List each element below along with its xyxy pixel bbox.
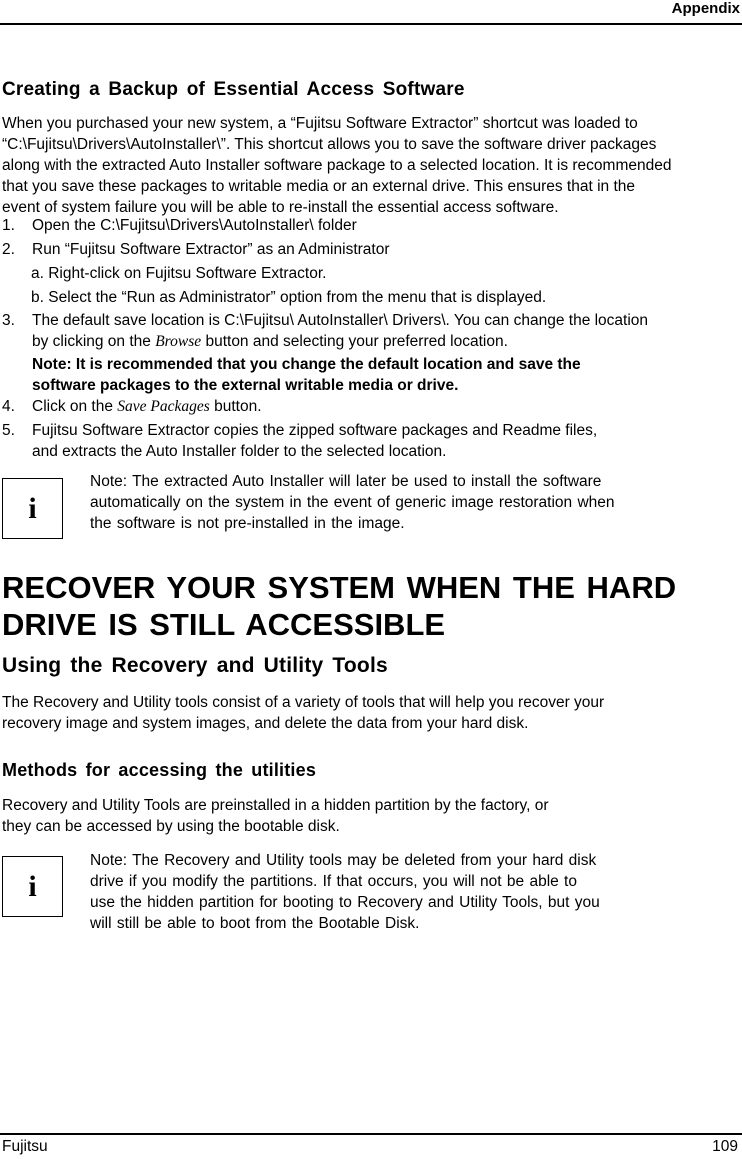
info-glyph: i <box>28 491 37 525</box>
step-line: by clicking on the Browse button and sel… <box>32 331 732 352</box>
step-2: 2. Run “Fujitsu Software Extractor” as a… <box>2 239 737 260</box>
info-glyph: i <box>28 869 37 903</box>
info-icon: i <box>2 856 63 917</box>
intro-line: along with the extracted Auto Installer … <box>2 157 672 174</box>
step-5: 5. Fujitsu Software Extractor copies the… <box>2 420 737 462</box>
step-number: 2. <box>2 241 15 258</box>
note-line: software packages to the external writab… <box>32 377 459 394</box>
sub-step-b: b. Select the “Run as Administrator” opt… <box>31 289 547 306</box>
note-line: drive if you modify the partitions. If t… <box>90 873 577 890</box>
info-note-text: Note: The extracted Auto Installer will … <box>90 471 690 534</box>
step-number: 3. <box>2 312 15 329</box>
recovery-tools-subheading: Using the Recovery and Utility Tools <box>2 654 388 677</box>
step-number: 5. <box>2 422 15 439</box>
note-line: Note: The extracted Auto Installer will … <box>90 473 602 490</box>
header-rule <box>0 23 742 25</box>
step-line: Fujitsu Software Extractor copies the zi… <box>32 422 598 439</box>
info-note-text: Note: The Recovery and Utility tools may… <box>90 850 690 934</box>
note-line: use the hidden partition for booting to … <box>90 894 600 911</box>
step-line: and extracts the Auto Installer folder t… <box>32 443 447 460</box>
methods-line: Recovery and Utility Tools are preinstal… <box>2 797 549 814</box>
intro-line: The Recovery and Utility tools consist o… <box>2 694 605 711</box>
heading-line: RECOVER YOUR SYSTEM WHEN THE HARD <box>2 570 677 605</box>
footer-rule <box>0 1133 742 1135</box>
step-4: 4. Click on the Save Packages button. <box>2 396 737 417</box>
browse-button-reference: Browse <box>155 333 202 350</box>
heading-line: DRIVE IS STILL ACCESSIBLE <box>2 607 446 642</box>
step-line: The default save location is C:\Fujitsu\… <box>32 312 649 329</box>
running-header-title: Appendix <box>671 0 740 17</box>
info-icon: i <box>2 478 63 539</box>
intro-line: that you save these packages to writable… <box>2 178 635 195</box>
footer-brand: Fujitsu <box>2 1138 48 1155</box>
backup-intro-paragraph: When you purchased your new system, a “F… <box>2 113 737 218</box>
page-number: 109 <box>712 1138 738 1155</box>
intro-line: event of system failure you will be able… <box>2 199 559 216</box>
text-run: by clicking on the <box>32 333 156 350</box>
methods-paragraph: Recovery and Utility Tools are preinstal… <box>2 795 737 837</box>
step-3: 3. The default save location is C:\Fujit… <box>2 310 737 352</box>
step-text: The default save location is C:\Fujitsu\… <box>32 310 732 352</box>
recovery-tools-intro: The Recovery and Utility tools consist o… <box>2 692 737 734</box>
backup-section-heading: Creating a Backup of Essential Access So… <box>2 79 465 100</box>
intro-line: recovery image and system images, and de… <box>2 715 529 732</box>
note-line: Note: It is recommended that you change … <box>32 356 581 373</box>
step-text: Click on the Save Packages button. <box>32 396 732 417</box>
note-line: will still be able to boot from the Boot… <box>90 915 420 932</box>
bold-recommendation-note: Note: It is recommended that you change … <box>32 354 732 396</box>
text-run: button. <box>209 398 262 415</box>
step-number: 1. <box>2 217 15 234</box>
note-line: Note: The Recovery and Utility tools may… <box>90 852 597 869</box>
save-packages-button-reference: Save Packages <box>117 398 210 415</box>
note-line: automatically on the system in the event… <box>90 494 615 511</box>
methods-line: they can be accessed by using the bootab… <box>2 818 340 835</box>
text-run: button and selecting your preferred loca… <box>201 333 508 350</box>
text-run: Click on the <box>32 398 118 415</box>
note-line: the software is not pre-installed in the… <box>90 515 405 532</box>
sub-step-a: a. Right-click on Fujitsu Software Extra… <box>31 265 327 282</box>
step-text: Fujitsu Software Extractor copies the zi… <box>32 420 732 462</box>
step-1: 1. Open the C:\Fujitsu\Drivers\AutoInsta… <box>2 215 737 236</box>
step-text: Run “Fujitsu Software Extractor” as an A… <box>32 241 390 258</box>
chapter-heading: RECOVER YOUR SYSTEM WHEN THE HARD DRIVE … <box>2 569 676 643</box>
step-text: Open the C:\Fujitsu\Drivers\AutoInstalle… <box>32 217 357 234</box>
step-number: 4. <box>2 398 15 415</box>
intro-line: When you purchased your new system, a “F… <box>2 115 638 132</box>
methods-subheading: Methods for accessing the utilities <box>2 760 317 780</box>
intro-line: “C:\Fujitsu\Drivers\AutoInstaller\”. Thi… <box>2 136 657 153</box>
